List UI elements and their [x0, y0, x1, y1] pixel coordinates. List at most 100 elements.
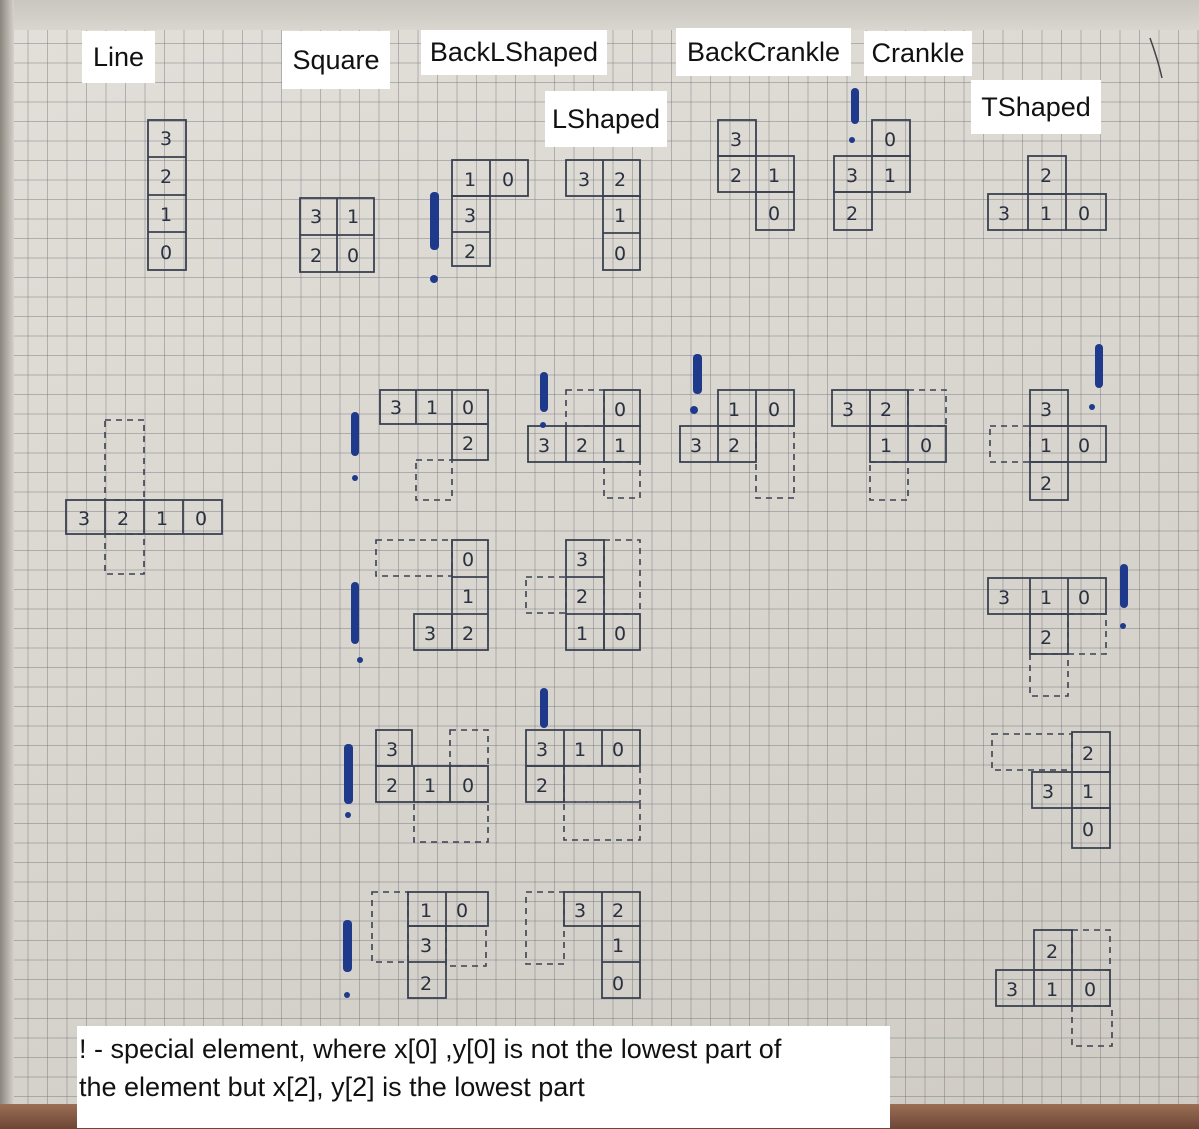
- svg-text:2: 2: [1040, 473, 1052, 495]
- svg-text:2: 2: [420, 973, 432, 995]
- svg-text:1: 1: [728, 399, 740, 421]
- crankle-block: 0 3 1 2: [833, 88, 911, 231]
- svg-text:0: 0: [614, 243, 626, 265]
- svg-text:3: 3: [1006, 979, 1018, 1001]
- svg-text:0: 0: [462, 775, 474, 797]
- t-shaped-rotation-2: 3 1 0 2: [987, 564, 1128, 697]
- svg-text:2: 2: [576, 435, 588, 457]
- svg-text:1: 1: [1040, 203, 1052, 225]
- t-shaped-block: 2 3 1 0: [987, 155, 1107, 231]
- l-shaped-rotation-2: 3 2 1 0: [525, 539, 641, 651]
- svg-text:2: 2: [612, 900, 624, 922]
- svg-text:0: 0: [1078, 435, 1090, 457]
- svg-text:3: 3: [578, 169, 590, 191]
- svg-text:3: 3: [574, 900, 586, 922]
- back-l-shaped-rotation-3: 3 2 1 0: [344, 729, 489, 843]
- svg-text:0: 0: [1084, 979, 1096, 1001]
- svg-text:3: 3: [1040, 399, 1052, 421]
- svg-text:2: 2: [846, 203, 858, 225]
- svg-text:3: 3: [690, 435, 702, 457]
- l-shaped-rotation-3: 3 1 0 2: [525, 688, 641, 841]
- l-shaped-rotation-1: 0 3 2 1: [527, 372, 641, 499]
- line-vertical-block: 3 2 1 0: [147, 119, 187, 271]
- svg-text:1: 1: [424, 775, 436, 797]
- svg-text:0: 0: [502, 169, 514, 191]
- back-crankle-rotation: 1 0 3 2: [679, 354, 795, 499]
- svg-text:0: 0: [920, 435, 932, 457]
- svg-text:1: 1: [768, 165, 780, 187]
- svg-text:0: 0: [195, 508, 207, 530]
- svg-text:2: 2: [614, 169, 626, 191]
- svg-text:3: 3: [420, 935, 432, 957]
- svg-text:1: 1: [347, 206, 359, 228]
- svg-text:3: 3: [424, 623, 436, 645]
- label-square: Square: [282, 31, 390, 89]
- label-crankle: Crankle: [864, 31, 972, 76]
- back-l-shaped-block: 1 0 3 2: [430, 159, 529, 283]
- line-horizontal-block: 3 2 1 0: [65, 419, 223, 575]
- back-crankle-block: 3 2 1 0: [717, 119, 795, 231]
- svg-text:1: 1: [426, 397, 438, 419]
- svg-text:0: 0: [614, 623, 626, 645]
- svg-text:1: 1: [462, 586, 474, 608]
- svg-text:1: 1: [576, 623, 588, 645]
- svg-text:2: 2: [1082, 743, 1094, 765]
- paper-left-edge: [0, 0, 14, 1129]
- l-shaped-block: 3 2 1 0: [565, 159, 641, 271]
- svg-text:3: 3: [536, 739, 548, 761]
- back-l-shaped-rotation-2: 0 1 3 2: [351, 539, 489, 663]
- svg-text:2: 2: [117, 508, 129, 530]
- svg-text:2: 2: [462, 623, 474, 645]
- svg-text:1: 1: [1040, 435, 1052, 457]
- svg-text:0: 0: [462, 397, 474, 419]
- svg-text:1: 1: [420, 900, 432, 922]
- label-back-l-shaped: BackLShaped: [421, 30, 607, 75]
- svg-text:0: 0: [1078, 203, 1090, 225]
- svg-text:2: 2: [536, 775, 548, 797]
- svg-text:0: 0: [1082, 819, 1094, 841]
- svg-text:1: 1: [614, 205, 626, 227]
- label-l-shaped: LShaped: [545, 91, 667, 147]
- t-shaped-rotation-3: 2 3 1 0: [991, 731, 1111, 849]
- svg-text:1: 1: [614, 435, 626, 457]
- svg-text:1: 1: [1082, 781, 1094, 803]
- svg-text:3: 3: [730, 129, 742, 151]
- svg-text:2: 2: [1040, 165, 1052, 187]
- svg-text:0: 0: [347, 245, 359, 267]
- label-t-shaped: TShaped: [971, 80, 1101, 134]
- square-block: 3 1 2 0: [299, 197, 375, 273]
- svg-text:3: 3: [842, 399, 854, 421]
- svg-text:1: 1: [574, 739, 586, 761]
- svg-text:3: 3: [78, 508, 90, 530]
- svg-text:2: 2: [730, 165, 742, 187]
- svg-text:2: 2: [728, 435, 740, 457]
- svg-text:3: 3: [160, 128, 172, 150]
- svg-text:3: 3: [998, 203, 1010, 225]
- svg-text:2: 2: [880, 399, 892, 421]
- back-l-shaped-rotation-1: 3 1 0 2: [351, 389, 489, 501]
- svg-text:1: 1: [884, 165, 896, 187]
- label-back-crankle: BackCrankle: [676, 28, 851, 76]
- legend-note-line-1: ! - special element, where x[0] ,y[0] is…: [79, 1034, 782, 1064]
- svg-text:2: 2: [1040, 627, 1052, 649]
- svg-text:2: 2: [386, 775, 398, 797]
- t-shaped-rotation-4: 2 3 1 0: [995, 929, 1113, 1047]
- svg-text:1: 1: [612, 935, 624, 957]
- paper-top-edge: [0, 0, 1199, 30]
- svg-text:3: 3: [538, 435, 550, 457]
- svg-text:0: 0: [884, 129, 896, 151]
- back-l-shaped-rotation-4: 1 0 3 2: [343, 891, 489, 999]
- svg-text:1: 1: [160, 204, 172, 226]
- svg-text:2: 2: [576, 586, 588, 608]
- corner-scribble: [1149, 37, 1163, 79]
- t-shaped-rotation-1: 3 1 0 2: [989, 344, 1107, 501]
- svg-text:1: 1: [880, 435, 892, 457]
- svg-text:3: 3: [576, 549, 588, 571]
- svg-text:0: 0: [612, 973, 624, 995]
- svg-text:1: 1: [1046, 979, 1058, 1001]
- label-line: Line: [82, 31, 155, 83]
- svg-text:3: 3: [464, 205, 476, 227]
- svg-text:0: 0: [768, 203, 780, 225]
